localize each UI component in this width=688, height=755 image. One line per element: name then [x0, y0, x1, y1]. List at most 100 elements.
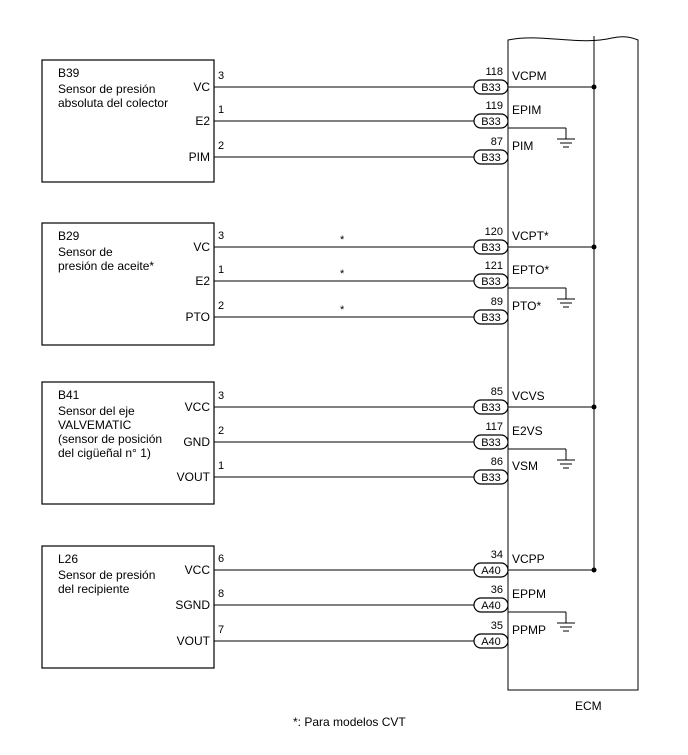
sensor-pin-label: PIM	[189, 150, 210, 164]
sensor-pin-label: VCC	[185, 400, 211, 414]
sensor-name-line: Sensor del eje	[58, 404, 135, 418]
sensor-pin-label: VOUT	[177, 470, 211, 484]
connector-oval	[473, 597, 509, 613]
ecm-signal-name: PPMP	[512, 623, 546, 637]
sensor-pin-number: 1	[218, 104, 224, 116]
sensor-pin-number: 3	[218, 230, 224, 242]
connector-code: B33	[481, 276, 501, 288]
connector-code: B33	[481, 402, 501, 414]
sensor-name-line: VALVEMATIC	[58, 418, 132, 432]
ecm-pin-number: 120	[485, 226, 503, 238]
cvt-asterisk: *	[340, 234, 345, 246]
ecm-pin-number: 35	[491, 620, 503, 632]
sensor-code: B41	[58, 388, 80, 402]
ecm-signal-name: PTO*	[512, 299, 541, 313]
sensor-pin-label: SGND	[175, 598, 210, 612]
ecm-signal-name: VCPM	[512, 69, 547, 83]
sensor-pin-label: PTO	[186, 310, 210, 324]
ecm-signal-name: VSM	[512, 459, 538, 473]
sensor-name-line: Sensor de	[58, 245, 113, 259]
sensor-pin-label: VOUT	[177, 634, 211, 648]
sensor-pin-number: 7	[218, 624, 224, 636]
sensor-pin-label: VC	[193, 80, 210, 94]
ecm-pin-number: 118	[485, 66, 503, 78]
sensor-pin-label: VCC	[185, 563, 211, 577]
connector-oval	[473, 149, 509, 165]
sensor-pin-number: 8	[218, 588, 224, 600]
connector-code: B33	[481, 152, 501, 164]
sensor-pin-label: VC	[193, 240, 210, 254]
ground-icon	[557, 138, 575, 148]
sensor-pin-label: GND	[183, 435, 210, 449]
ecm-signal-name: VCPT*	[512, 229, 549, 243]
connector-oval	[473, 309, 509, 325]
connector-code: A40	[481, 600, 501, 612]
sensor-code: B29	[58, 229, 80, 243]
ground-icon	[557, 459, 575, 469]
connector-oval	[473, 434, 509, 450]
sensor-pin-label: E2	[195, 274, 210, 288]
ecm-signal-name: VCVS	[512, 389, 545, 403]
sensor-pin-number: 1	[218, 460, 224, 472]
ecm-signal-name: EPTO*	[512, 263, 549, 277]
ecm-pin-number: 119	[485, 100, 503, 112]
connector-code: B33	[481, 312, 501, 324]
ecm-signal-name: EPPM	[512, 587, 546, 601]
junction-dot	[591, 84, 597, 90]
connector-code: A40	[481, 565, 501, 577]
sensor-name-line: Sensor de presión	[58, 568, 155, 582]
sensor-code: B39	[58, 66, 80, 80]
ecm-pin-number: 89	[491, 296, 503, 308]
sensor-pin-number: 6	[218, 553, 224, 565]
ecm-pin-number: 121	[485, 260, 503, 272]
ecm-pin-number: 117	[485, 421, 503, 433]
ecm-label: ECM	[575, 699, 602, 713]
ecm-pin-number: 36	[491, 584, 503, 596]
connector-code: B33	[481, 116, 501, 128]
sensor-pin-number: 3	[218, 390, 224, 402]
sensor-box	[41, 59, 215, 183]
sensor-pin-label: E2	[195, 114, 210, 128]
ecm-signal-name: PIM	[512, 139, 533, 153]
sensor-name-line: (sensor de posición	[58, 432, 162, 446]
ecm-signal-name: EPIM	[512, 103, 541, 117]
ecm-signal-name: E2VS	[512, 424, 543, 438]
sensor-pin-number: 2	[218, 140, 224, 152]
sensor-name-line: presión de aceite*	[58, 259, 154, 273]
sensor-pin-number: 2	[218, 300, 224, 312]
connector-oval	[473, 273, 509, 289]
connector-code: B33	[481, 472, 501, 484]
sensor-box	[41, 222, 215, 346]
ecm-pin-number: 87	[491, 136, 503, 148]
junction-dot	[591, 404, 597, 410]
ecm-pin-number: 85	[491, 386, 503, 398]
sensor-box	[41, 545, 215, 669]
sensor-pin-number: 1	[218, 264, 224, 276]
connector-oval	[473, 113, 509, 129]
ecm-pin-number: 34	[491, 549, 503, 561]
footnote: *: Para modelos CVT	[293, 715, 406, 729]
sensor-name-line: absoluta del colector	[58, 96, 168, 110]
cvt-asterisk: *	[340, 268, 345, 280]
ecm-block: ECM	[507, 36, 639, 713]
sensor-pin-number: 2	[218, 425, 224, 437]
cvt-asterisk: *	[340, 304, 345, 316]
connector-code: B33	[481, 82, 501, 94]
